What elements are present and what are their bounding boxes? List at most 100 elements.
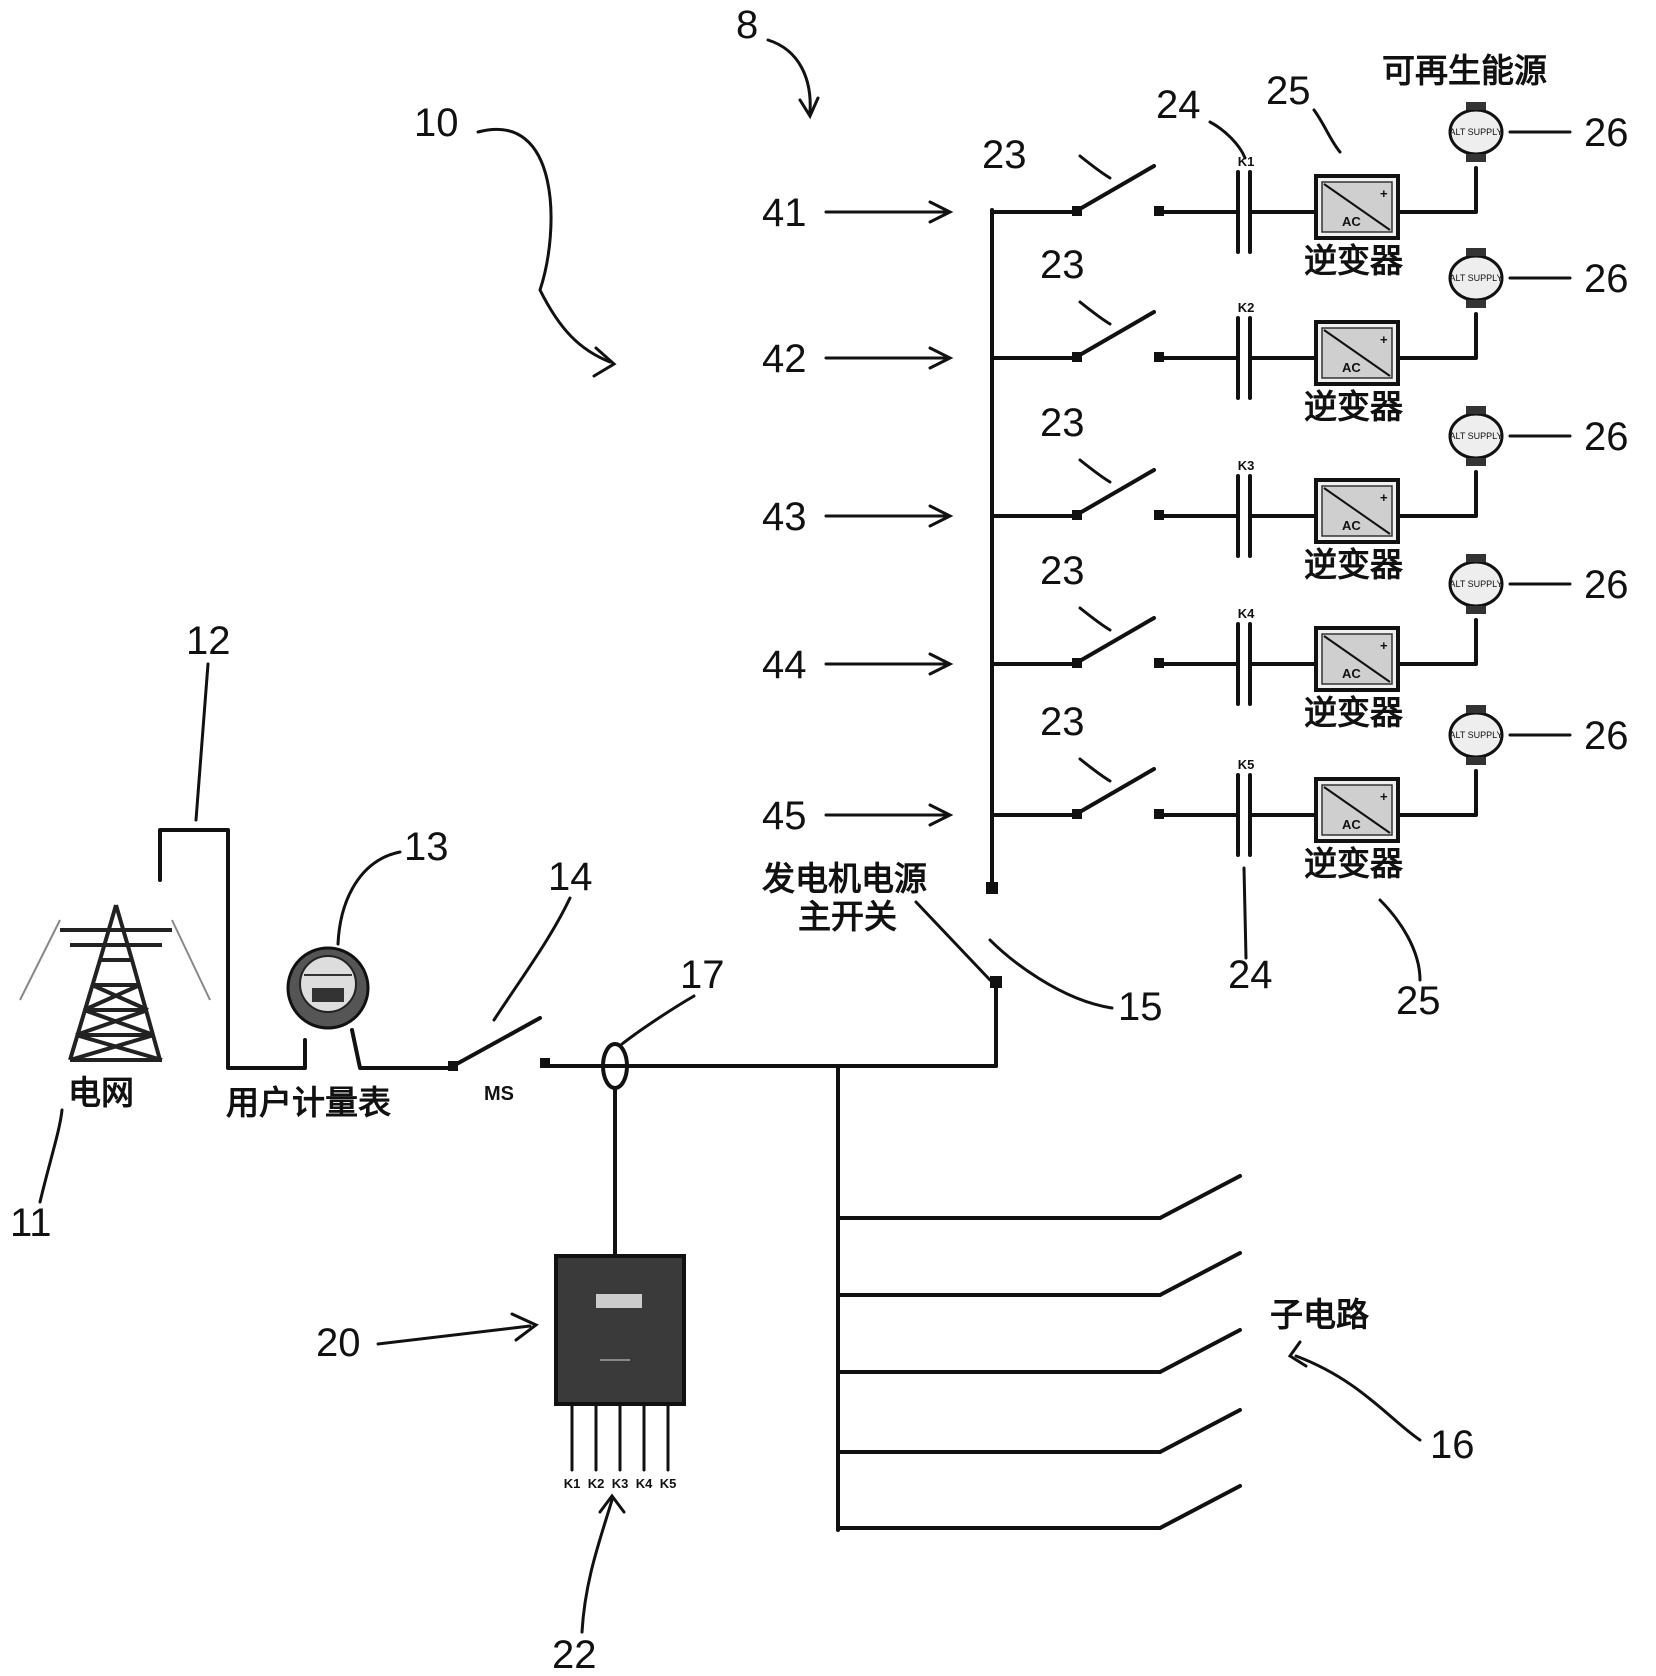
alt-supply-cap-bottom [1466, 300, 1486, 308]
alt-supply-label: ALT SUPPLY [1449, 579, 1502, 589]
ref-15: 15 [1118, 985, 1163, 1029]
isolator-switch[interactable] [1076, 310, 1156, 358]
ref-8-arrow [766, 38, 812, 114]
inverter-ac-label: AC [1342, 817, 1361, 832]
subcircuit-breaker[interactable] [1158, 1174, 1242, 1220]
alt-supply-label: ALT SUPPLY [1449, 273, 1502, 283]
ref-10-arrowhead [592, 346, 617, 378]
user-meter-icon [286, 946, 370, 1030]
source-wire [1396, 166, 1478, 214]
inverter-ac-label: AC [1342, 360, 1361, 375]
isolator-switch[interactable] [1076, 468, 1156, 516]
controller-box[interactable] [554, 1254, 686, 1406]
source-wire [1396, 618, 1478, 666]
alt-supply-cap-top [1466, 554, 1486, 562]
switch-terminal-right [1154, 352, 1164, 362]
ref-22-arrow [580, 1498, 614, 1634]
contactor-label: K1 [1238, 154, 1255, 169]
ref-24-top-leader [1208, 120, 1247, 160]
inverter-ac-label: AC [1342, 214, 1361, 229]
subcircuit-group [836, 1174, 1242, 1530]
branch-ref-arrowhead [928, 200, 954, 224]
ref-8: 8 [736, 3, 758, 47]
alt-supply-cap-top [1466, 705, 1486, 713]
ms-terminal-right [540, 1058, 550, 1068]
source-wire [1396, 312, 1478, 360]
ref-24-top: 24 [1156, 83, 1201, 127]
grid-service-line [158, 828, 307, 1070]
controller-display [596, 1294, 642, 1308]
subcircuit-breaker[interactable] [1158, 1484, 1242, 1530]
inverter-diagonal [1323, 487, 1391, 535]
ref-14: 14 [548, 855, 593, 899]
ref-20: 20 [316, 1321, 361, 1365]
source-wire [1396, 470, 1478, 518]
bus-terminal [986, 882, 998, 894]
isolator-switch[interactable] [1076, 767, 1156, 815]
isolator-switch[interactable] [1076, 164, 1156, 212]
inverter-plus-label: + [1380, 638, 1388, 653]
subcircuit-label: 子电路 [1270, 1295, 1370, 1334]
subcircuit-breaker[interactable] [1158, 1251, 1242, 1297]
branch-ref-arrowhead [928, 504, 954, 528]
switch-ref-label: 23 [1040, 700, 1085, 744]
alt-supply-label: ALT SUPPLY [1449, 730, 1502, 740]
source-ref-label: 26 [1584, 563, 1629, 607]
contactor-label: K2 [1238, 300, 1255, 315]
ref-11-leader [38, 1108, 64, 1204]
alt-supply-cap-bottom [1466, 458, 1486, 466]
inverter-diagonal [1323, 329, 1391, 377]
subcircuit-breaker[interactable] [1158, 1328, 1242, 1374]
ref-25-top-leader [1312, 108, 1342, 154]
alt-supply-cap-top [1466, 406, 1486, 414]
inverter-plus-label: + [1380, 186, 1388, 201]
gen-switch-label-2: 主开关 [798, 897, 897, 936]
branch-ref-label: 42 [762, 337, 807, 381]
ref-22-arrowhead [598, 1493, 626, 1514]
isolator-switch[interactable] [1076, 616, 1156, 664]
ref-24-bottom: 24 [1228, 953, 1273, 997]
subcircuit-1 [836, 1174, 1242, 1220]
gen-switch-label-1: 发电机电源 [762, 859, 927, 898]
inverter-ac-label: AC [1342, 518, 1361, 533]
grid-label: 电网 [68, 1073, 134, 1112]
inverter-plus-label: + [1380, 789, 1388, 804]
ref-16: 16 [1430, 1423, 1475, 1467]
subcircuit-4 [836, 1408, 1242, 1454]
ms-label: MS [484, 1083, 514, 1105]
renewable-label: 可再生能源 [1382, 51, 1547, 90]
inverter-label: 逆变器 [1304, 693, 1404, 732]
ref-17: 17 [680, 953, 725, 997]
ref-12-leader [194, 662, 210, 822]
grid-tower-icon [19, 904, 211, 1062]
switch-ref-leader [1078, 300, 1112, 326]
subcircuit-breaker[interactable] [1158, 1408, 1242, 1454]
alt-supply-cap-bottom [1466, 757, 1486, 765]
main-switch-ms[interactable] [451, 1016, 542, 1068]
alt-supply-cap-bottom [1466, 154, 1486, 162]
contactor-label: K5 [1238, 757, 1255, 772]
branch-ref-label: 43 [762, 495, 807, 539]
inverter-diagonal [1323, 786, 1391, 834]
ref-13-leader [336, 850, 402, 946]
controller-output-label: K4 [636, 1476, 653, 1491]
alt-supply-label: ALT SUPPLY [1449, 431, 1502, 441]
source-wire [1396, 769, 1478, 817]
ref-17-leader [620, 994, 696, 1046]
switch-ref-leader [1078, 757, 1112, 783]
meter-label: 用户计量表 [226, 1083, 391, 1122]
switch-ref-leader [1078, 606, 1112, 632]
branch-ref-label: 44 [762, 643, 807, 687]
inverter-diagonal [1323, 183, 1391, 231]
ref-22: 22 [552, 1633, 597, 1676]
ref-13: 13 [404, 825, 449, 869]
source-ref-label: 26 [1584, 714, 1629, 758]
ref-10: 10 [414, 101, 459, 145]
inverter-label: 逆变器 [1304, 844, 1404, 883]
switch-ref-label: 23 [1040, 401, 1085, 445]
switch-terminal-right [1154, 206, 1164, 216]
switch-ref-label: 23 [1040, 243, 1085, 287]
